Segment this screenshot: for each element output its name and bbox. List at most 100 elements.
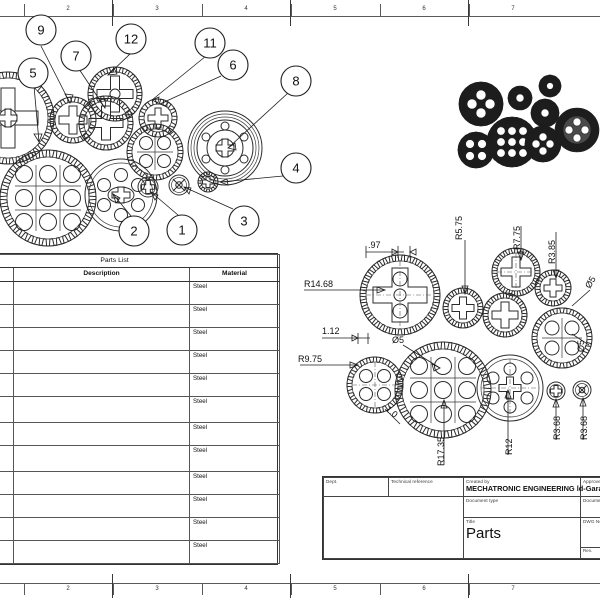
ruler-tick [24, 4, 25, 16]
parts-list-row[interactable]: Technic,h DoubleSteel [0, 517, 280, 542]
balloon-2[interactable] [118, 215, 150, 247]
ruler-tick [291, 4, 292, 16]
balloon-6[interactable] [217, 49, 249, 81]
parts-list-table: Parts List Number Description Material T… [0, 253, 280, 565]
dim-label-r12: R12 [504, 438, 514, 455]
balloon-callouts: 9 12 7 11 6 [17, 14, 312, 247]
part-description-cell [13, 280, 190, 305]
title-block: Dept. Technical reference Created by MEC… [322, 476, 600, 560]
ruler-tick-major [112, 0, 113, 26]
ruler-tick [24, 583, 25, 595]
tb-createdby-value: MECHATRONIC ENGINEERING ld-Garage door [466, 483, 600, 493]
balloon-12[interactable] [115, 23, 147, 55]
ruler-number: 6 [422, 6, 426, 12]
part-description-cell [13, 444, 190, 473]
balloon-6-label: 6 [229, 58, 236, 73]
tb-createdby-label: Created by [466, 479, 490, 484]
tb-techref-cell: Technical reference [388, 476, 464, 498]
assembly-outline-view: 9 12 7 11 6 [0, 14, 312, 247]
part-number-cell: Technic, Gear [0, 372, 14, 397]
dim-label-dia5-b: Ø5 [583, 275, 598, 290]
gear-teeth-profile [442, 287, 484, 329]
part-number-cell: Technic, Gear [0, 349, 14, 374]
wheel-pulley-large [187, 110, 263, 186]
part-material-cell: Steel [189, 372, 280, 397]
balloon-4[interactable] [280, 152, 312, 184]
parts-list-row[interactable]: Wheel20mm withoutn ReinforcedSteel [0, 444, 280, 473]
part-number-cell: Technic [0, 326, 14, 351]
balloon-7[interactable] [60, 40, 92, 72]
parts-list-row[interactable]: Technic, GearSteel [0, 421, 280, 446]
shaded-gear-5 [530, 98, 560, 128]
parts-list-row[interactable]: Technic, GearSteel [0, 471, 280, 496]
title-block-table: Dept. Technical reference Created by MEC… [323, 476, 600, 560]
dim-label-r368-b: R3.68 [579, 416, 589, 440]
parts-list-row[interactable]: TechnicWheel (Pulley) Steel [0, 303, 280, 328]
ruler-number: 4 [244, 586, 248, 592]
balloon-3-label: 3 [240, 214, 247, 229]
gear-teeth-profile [138, 98, 178, 138]
part-number-cell: Technic Bushtp [0, 280, 14, 305]
gear-teeth-profile [0, 71, 55, 165]
ruler-number: 2 [66, 6, 70, 12]
part-material-cell: Steel [189, 471, 280, 496]
part-description-cell [13, 471, 190, 496]
balloon-5-label: 5 [29, 66, 36, 81]
balloon-9[interactable] [25, 14, 57, 46]
gear-16t-small-a [49, 96, 97, 144]
part-description-cell [13, 540, 190, 565]
ruler-number: 5 [333, 586, 337, 592]
ruler-number: 3 [155, 586, 159, 592]
balloon-11[interactable] [194, 27, 226, 59]
dim-label-r775: R7.75 [512, 226, 522, 250]
gear-teeth-profile [197, 171, 219, 193]
part-material-cell: Steel [189, 517, 280, 542]
balloon-1-label: 1 [178, 223, 185, 238]
parts-list-body: Technic BushtpSteelTechnicWheel (Pulley)… [0, 280, 280, 565]
balloon-8[interactable] [280, 65, 312, 97]
ruler-tick [202, 4, 203, 16]
parts-list-row[interactable]: Technic, Gearw Style withlole).stpSteel [0, 395, 280, 423]
parts-list-title-row: Parts List [0, 253, 280, 269]
tb-dwgno-label: DWG No. [583, 519, 600, 525]
balloon-5[interactable] [17, 57, 49, 89]
tb-techref-label: Technical reference [391, 479, 433, 484]
parts-list-row[interactable]: Technic Steel [0, 326, 280, 351]
parts-list-row[interactable]: Technic, Gear Steel [0, 372, 280, 397]
tb-createdby-cell: Created by MECHATRONIC ENGINEERING ld-Ga… [463, 476, 600, 498]
balloon-12-label: 12 [124, 32, 138, 47]
part-material-cell: Steel [189, 494, 280, 519]
part-material-cell: Steel [189, 303, 280, 328]
part-material-cell: Steel [189, 395, 280, 423]
part-description-cell [13, 303, 190, 328]
gear-teeth-profile [531, 307, 593, 369]
ruler-tick-major [112, 574, 113, 598]
part-description-cell [13, 421, 190, 446]
parts-list-row[interactable]: Technic BushtpSteel [0, 280, 280, 305]
shaded-gear-6 [538, 74, 562, 98]
gear-teeth-profile [491, 247, 541, 297]
part-material-cell: Steel [189, 326, 280, 351]
shaded-gear-4 [507, 85, 533, 111]
ruler-number: 5 [333, 6, 337, 12]
ruler-number: 2 [66, 586, 70, 592]
part-number-cell: TechnicWheel (Pulley) [0, 303, 14, 328]
balloon-4-label: 4 [292, 161, 299, 176]
ruler-tick-major [468, 0, 469, 26]
balloon-1[interactable] [166, 214, 198, 246]
gear-24t-fourhole [126, 123, 184, 181]
ruler-number: 7 [511, 6, 515, 12]
tb-doctype-cell: Document type [463, 496, 581, 519]
technic-bush-a [137, 176, 159, 198]
dim-bush-a [546, 381, 566, 401]
tb-docstatus-label: Document s [583, 498, 600, 504]
balloon-3[interactable] [228, 205, 260, 237]
parts-list-row[interactable]: Technic,h DoubleSteel [0, 494, 280, 519]
parts-list-row[interactable]: Technic, GearSteel [0, 349, 280, 374]
gear-teeth-profile [538, 74, 562, 98]
dimension-annotations: .97 R14.68 1.12 R9.75 Ø5 [298, 216, 598, 466]
parts-list-row[interactable]: Technic,h DoubleSteel [0, 540, 280, 565]
